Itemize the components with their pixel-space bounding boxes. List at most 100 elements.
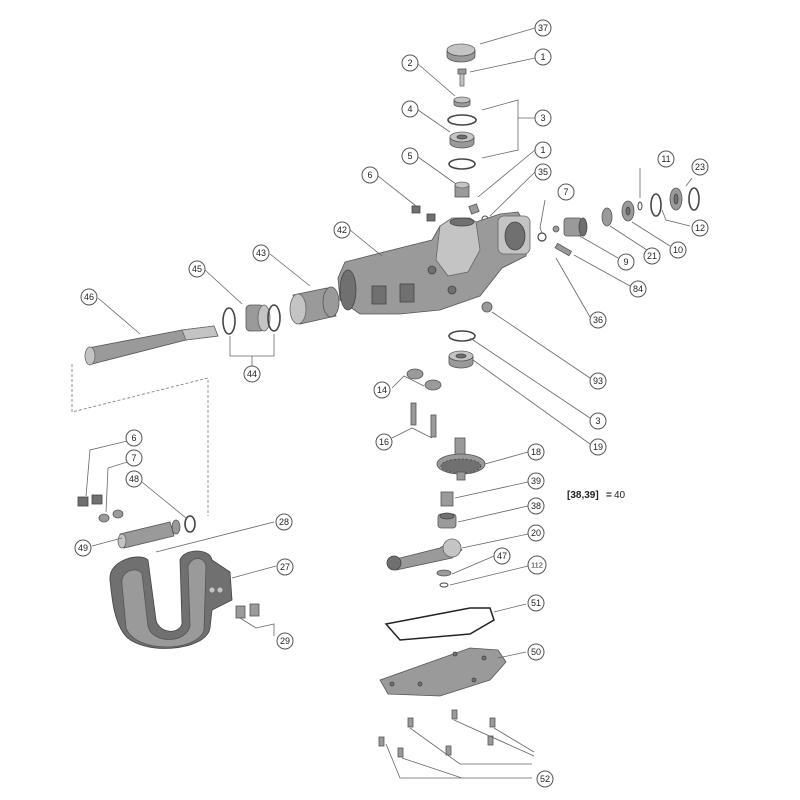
part-bolts-29: [235, 603, 260, 619]
part-bushings-14: [406, 368, 442, 391]
dashed-indicator: [71, 364, 209, 516]
part-gear-18: [436, 437, 486, 481]
part-bearing-38: [437, 512, 457, 529]
callout-6b: 6: [125, 429, 143, 447]
part-fork-bracket: [109, 550, 233, 649]
part-nuts-left: [77, 494, 124, 523]
svg-text:9: 9: [623, 257, 628, 267]
svg-text:27: 27: [280, 562, 290, 572]
callout-46: 46: [80, 288, 98, 306]
part-right-assembly: [537, 187, 700, 257]
svg-text:37: 37: [538, 23, 548, 33]
svg-text:21: 21: [647, 251, 657, 261]
svg-text:47: 47: [497, 551, 507, 561]
svg-text:1: 1: [540, 52, 545, 62]
svg-text:35: 35: [538, 167, 548, 177]
svg-text:49: 49: [78, 543, 88, 553]
callout-93: 93: [589, 372, 607, 390]
callout-36: 36: [589, 311, 607, 329]
leader-lines: [85, 27, 693, 779]
svg-text:84: 84: [633, 284, 643, 294]
callout-18: 18: [527, 443, 545, 461]
callout-3: 3: [534, 109, 552, 127]
part-washer: [453, 96, 471, 108]
svg-text:10: 10: [673, 245, 683, 255]
note-value: 40: [614, 490, 626, 501]
callout-3b: 3: [589, 412, 607, 430]
callout-9: 9: [617, 253, 635, 271]
callout-38: 38: [527, 497, 545, 515]
part-shaft: [84, 325, 219, 366]
callout-84: 84: [629, 280, 647, 298]
svg-text:6: 6: [131, 433, 136, 443]
callout-51: 51: [527, 594, 545, 612]
callout-49: 49: [74, 539, 92, 557]
callout-21: 21: [643, 247, 661, 265]
parts: [77, 43, 700, 758]
svg-text:38: 38: [531, 501, 541, 511]
svg-text:11: 11: [661, 154, 670, 164]
callout-28: 28: [275, 513, 293, 531]
callout-4: 4: [401, 100, 419, 118]
callout-112: 112: [527, 555, 547, 575]
callout-45: 45: [188, 260, 206, 278]
callout-47: 47: [493, 547, 511, 565]
part-sleeve: [289, 286, 340, 325]
callout-5: 5: [401, 147, 419, 165]
note-bracket: [38,39]: [567, 490, 599, 501]
part-pins-16: [410, 402, 437, 438]
svg-text:42: 42: [337, 225, 347, 235]
svg-text:18: 18: [531, 447, 541, 457]
svg-text:29: 29: [280, 636, 290, 646]
svg-text:50: 50: [531, 647, 541, 657]
part-bushing-39: [440, 491, 454, 507]
svg-text:3: 3: [595, 416, 600, 426]
part-screw: [457, 68, 467, 87]
svg-text:12: 12: [695, 223, 705, 233]
callout-14: 14: [373, 381, 391, 399]
callout-7b: 7: [125, 449, 143, 467]
part-rings-45: [222, 304, 281, 335]
part-circlip-3: [448, 330, 476, 342]
callout-7: 7: [557, 183, 575, 201]
callout-39: 39: [527, 472, 545, 490]
part-washer-47: [436, 569, 452, 577]
svg-text:112: 112: [531, 561, 543, 570]
part-nuts-6: [411, 205, 436, 222]
callout-52: 52: [536, 770, 554, 788]
svg-text:93: 93: [593, 376, 603, 386]
callout-27: 27: [276, 558, 294, 576]
callout-20: 20: [527, 524, 545, 542]
callout-2: 2: [401, 54, 419, 72]
svg-text:19: 19: [593, 442, 603, 452]
callout-42: 42: [333, 221, 351, 239]
svg-text:2: 2: [407, 58, 412, 68]
svg-text:14: 14: [377, 385, 387, 395]
part-oring-112: [439, 582, 449, 588]
callout-35: 35: [534, 163, 552, 181]
svg-text:36: 36: [593, 315, 603, 325]
callout-44: 44: [243, 365, 261, 383]
svg-text:16: 16: [379, 437, 389, 447]
callout-43: 43: [252, 244, 270, 262]
callout-48: 48: [125, 470, 143, 488]
svg-text:39: 39: [531, 476, 541, 486]
part-gasket-51: [384, 607, 495, 641]
svg-text:48: 48: [129, 474, 139, 484]
svg-text:28: 28: [279, 517, 289, 527]
part-gearbox-housing: [337, 211, 531, 315]
svg-text:44: 44: [247, 369, 257, 379]
callout-6: 6: [361, 166, 379, 184]
part-bearing-19: [448, 350, 474, 369]
callout-1b: 1: [534, 141, 552, 159]
svg-text:7: 7: [131, 453, 136, 463]
svg-text:5: 5: [407, 151, 412, 161]
callout-10: 10: [669, 241, 687, 259]
svg-text:20: 20: [531, 528, 541, 538]
svg-text:45: 45: [192, 264, 202, 274]
svg-text:43: 43: [256, 248, 266, 258]
assembly-note: [38,39] = 40: [567, 490, 626, 501]
part-screws-52: [378, 709, 496, 758]
part-crank-arm: [386, 538, 463, 571]
